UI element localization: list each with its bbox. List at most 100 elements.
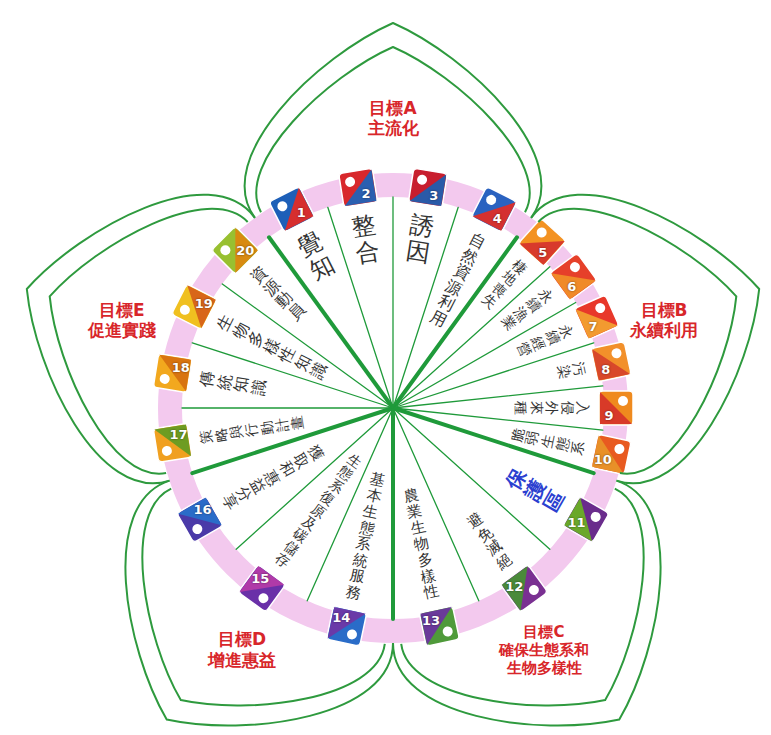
callout-number: 14	[332, 611, 350, 624]
target-icon	[153, 423, 192, 462]
callout-number: 15	[251, 572, 269, 585]
target-icon	[563, 496, 609, 542]
petal-outline	[121, 476, 397, 730]
target-icon	[550, 253, 597, 300]
goal-heading: 目標B 永續利用	[624, 300, 704, 341]
icon-glyph	[594, 301, 607, 314]
icon-corner	[473, 188, 516, 231]
icon-corner	[173, 285, 216, 328]
icon-corner	[592, 435, 630, 473]
icon-corner	[600, 392, 632, 424]
icon-corner	[154, 355, 191, 392]
petal-outer-line	[125, 481, 393, 726]
target-label: 入侵外來種	[513, 401, 590, 415]
icon-tile	[591, 341, 631, 381]
target-label: 基本生態系統服務	[345, 470, 387, 602]
target-label: 資源動員	[248, 263, 309, 324]
icon-tile	[153, 423, 192, 462]
icon-tile	[518, 218, 566, 266]
icon-tile	[408, 168, 447, 207]
callout-number: 10	[594, 453, 612, 466]
icon-glyph	[159, 373, 170, 384]
target-icon	[574, 295, 619, 340]
target-label: 污染	[554, 360, 587, 380]
icon-glyph	[178, 303, 191, 316]
target-icon	[238, 565, 285, 612]
goal-text: 目標A 主流化	[353, 98, 433, 139]
goal-petal: 目標E 促進實踐	[22, 190, 259, 488]
target-divider	[393, 267, 550, 408]
callout-number: 6	[567, 280, 576, 293]
icon-glyph	[613, 443, 625, 455]
target-label: 永續經營	[514, 321, 576, 359]
icon-glyph	[527, 583, 541, 597]
target-icon	[153, 354, 192, 393]
icon-tile	[563, 496, 609, 542]
icon-glyph	[346, 628, 358, 640]
callout-number: 19	[195, 297, 213, 310]
petal-outer-line	[245, 23, 542, 218]
callout-number: 8	[601, 363, 610, 376]
callout-number: 20	[236, 244, 254, 257]
goal-text: 目標D 增進惠益	[202, 629, 282, 670]
callout-number: 3	[429, 189, 438, 202]
icon-corner	[328, 607, 366, 645]
icon-glyph	[442, 626, 454, 638]
goal-divider	[391, 408, 395, 619]
goal-text: 目標C 確保生態系和 生物多樣性	[494, 623, 594, 677]
callout-number: 11	[568, 516, 586, 529]
petal-inner-line	[256, 47, 529, 212]
target-icon	[591, 341, 631, 381]
icon-corner	[270, 188, 313, 231]
icon-corner	[240, 566, 285, 611]
icon-glyph	[535, 225, 549, 239]
target-divider	[392, 197, 393, 408]
target-icon	[591, 434, 631, 474]
icon-corner	[154, 425, 191, 462]
icon-tile	[591, 434, 631, 474]
icon-glyph	[611, 347, 623, 359]
target-icon	[599, 391, 633, 425]
icon-glyph	[191, 522, 205, 536]
petal-outer-line	[393, 481, 661, 726]
icon-tile	[599, 391, 633, 425]
icon-glyph	[484, 193, 497, 206]
icon-glyph	[344, 176, 355, 187]
target-label: 保護區	[501, 465, 568, 515]
target-label: 永續漁業	[498, 286, 556, 334]
target-icon	[419, 606, 459, 646]
target-label: 整合	[350, 212, 382, 268]
petal-inner-line	[538, 209, 736, 474]
icon-tile	[211, 226, 259, 274]
goal-heading: 目標E 促進實踐	[82, 300, 162, 341]
icon-tile	[339, 168, 378, 207]
goal-heading: 目標D 增進惠益	[202, 629, 282, 670]
callout-number: 17	[170, 428, 188, 441]
callout-number: 1	[297, 206, 306, 219]
icon-tile	[419, 606, 459, 646]
icon-corner	[340, 169, 377, 206]
goal-text: 目標E 促進實踐	[82, 300, 162, 341]
target-icon	[269, 186, 315, 232]
callout-number: 7	[589, 320, 598, 333]
icon-corner	[592, 343, 630, 381]
goal-petal: 目標D 增進惠益	[121, 476, 397, 730]
target-icon	[518, 218, 566, 266]
icon-tile	[574, 295, 619, 340]
icon-glyph	[589, 510, 603, 524]
icon-tile	[177, 496, 223, 542]
icon-corner	[564, 498, 608, 542]
callout-number: 9	[605, 409, 614, 422]
icon-glyph	[276, 200, 289, 213]
target-icon	[471, 186, 517, 232]
icon-corner	[576, 296, 618, 338]
icon-corner	[213, 228, 258, 273]
target-label: 棲地喪失	[478, 257, 530, 312]
icon-tile	[471, 186, 517, 232]
goal-heading: 目標C 確保生態系和 生物多樣性	[494, 623, 594, 677]
icon-tile	[269, 186, 315, 232]
target-divider	[393, 343, 594, 408]
goal-text: 目標B 永續利用	[624, 300, 704, 341]
icon-corner	[502, 566, 547, 611]
